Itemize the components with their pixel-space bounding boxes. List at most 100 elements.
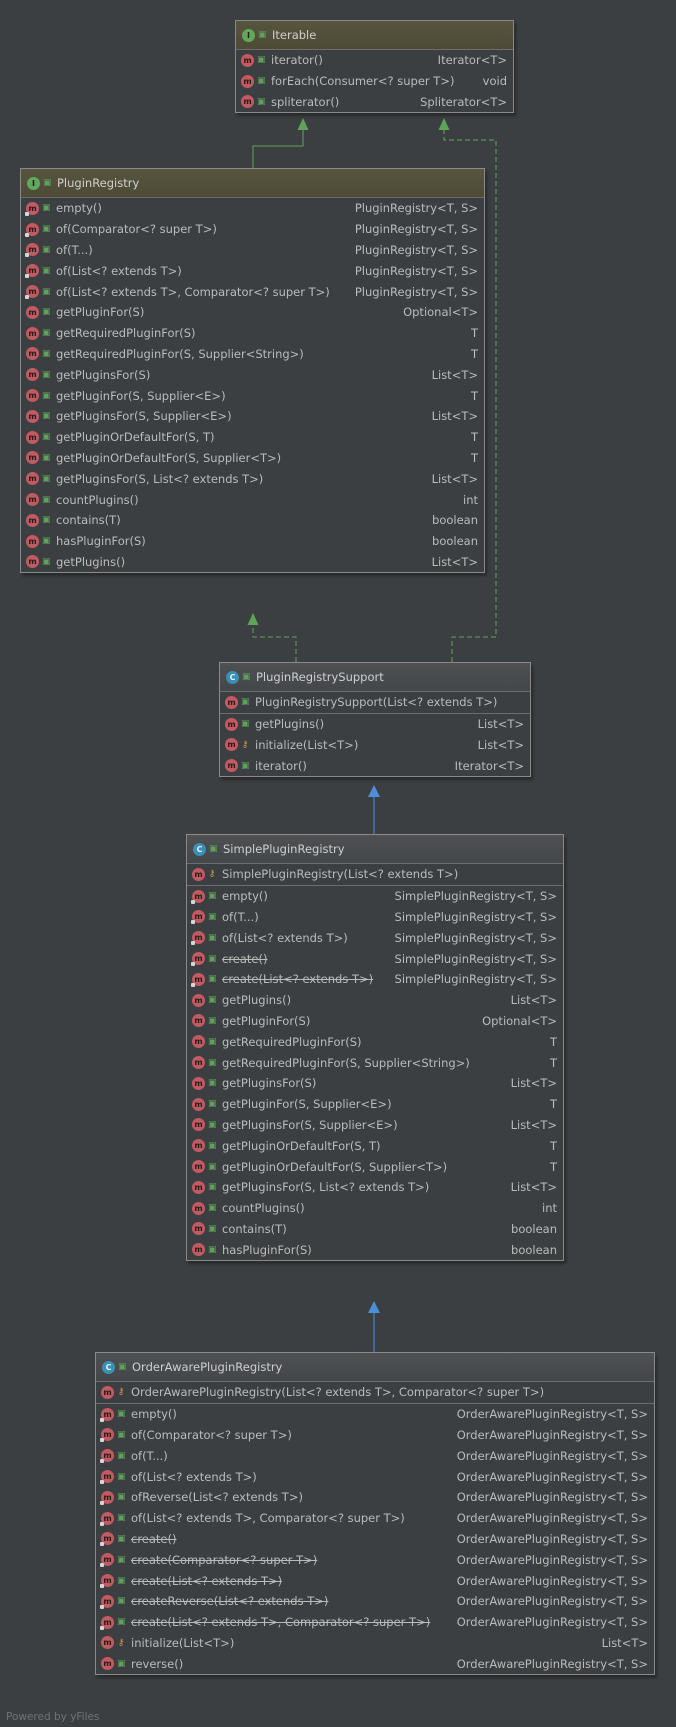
method-row[interactable]: m▣getPluginsFor(S)List<T> (187, 1073, 563, 1094)
member-return-type: PluginRegistry<T, S> (354, 201, 478, 216)
methods-section: m▣empty()PluginRegistry<T, S>m▣of(Compar… (21, 198, 484, 572)
member-return-type: OrderAwarePluginRegistry<T, S> (456, 1573, 648, 1588)
method-row[interactable]: m▣create()OrderAwarePluginRegistry<T, S> (96, 1529, 654, 1550)
method-row[interactable]: m▣getPlugins()List<T> (187, 990, 563, 1011)
method-row[interactable]: m▣getPluginOrDefaultFor(S, T)T (187, 1135, 563, 1156)
method-row[interactable]: m▣of(Comparator<? super T>)PluginRegistr… (21, 219, 484, 240)
method-row[interactable]: m▣of(List<? extends T>, Comparator<? sup… (96, 1508, 654, 1529)
method-icon: m (25, 243, 39, 258)
method-row[interactable]: m▣getRequiredPluginFor(S, Supplier<Strin… (187, 1052, 563, 1073)
method-row[interactable]: m▣getPluginsFor(S, Supplier<E>)List<T> (187, 1115, 563, 1136)
class-name: OrderAwarePluginRegistry (132, 1360, 283, 1374)
public-visibility-icon: ▣ (241, 760, 250, 771)
method-icon: m (25, 264, 39, 279)
member-return-type: T (549, 1159, 557, 1174)
public-visibility-icon: ▣ (257, 76, 266, 87)
public-visibility-icon: ▣ (42, 452, 51, 463)
class-header[interactable]: I▣Iterable (236, 21, 513, 50)
member-return-type: PluginRegistry<T, S> (354, 263, 478, 278)
method-row[interactable]: m▣of(Comparator<? super T>)OrderAwarePlu… (96, 1425, 654, 1446)
method-row[interactable]: m▣getPluginFor(S)Optional<T> (21, 302, 484, 323)
method-row[interactable]: m▣hasPluginFor(S)boolean (21, 531, 484, 552)
method-icon: m (100, 1407, 114, 1422)
method-row[interactable]: m▣of(List<? extends T>, Comparator<? sup… (21, 281, 484, 302)
member-signature: iterator() (255, 758, 307, 773)
method-row[interactable]: m▣getPluginFor(S, Supplier<E>)T (21, 385, 484, 406)
method-icon: m (100, 1574, 114, 1589)
method-row[interactable]: m▣of(T...)OrderAwarePluginRegistry<T, S> (96, 1445, 654, 1466)
member-return-type: SimplePluginRegistry<T, S> (394, 889, 557, 904)
method-row[interactable]: m▣spliterator()Spliterator<T> (236, 92, 513, 113)
method-row[interactable]: m▣forEach(Consumer<? super T>)void (236, 71, 513, 92)
method-row[interactable]: m▣countPlugins()int (187, 1198, 563, 1219)
method-row[interactable]: m▣getPluginOrDefaultFor(S, T)T (21, 427, 484, 448)
class-header[interactable]: C▣SimplePluginRegistry (187, 835, 563, 864)
method-row[interactable]: m▣create(List<? extends T>)OrderAwarePlu… (96, 1570, 654, 1591)
method-row[interactable]: m▣getRequiredPluginFor(S)T (21, 323, 484, 344)
method-icon: m (192, 1076, 205, 1090)
public-visibility-icon: ▣ (208, 1161, 217, 1172)
method-row[interactable]: m▣getPluginsFor(S, List<? extends T>)Lis… (21, 468, 484, 489)
public-visibility-icon: ▣ (208, 1078, 217, 1089)
member-signature: ofReverse(List<? extends T>) (131, 1490, 303, 1505)
method-row[interactable]: m▣getPluginsFor(S, Supplier<E>)List<T> (21, 406, 484, 427)
method-icon: m (192, 1201, 205, 1215)
method-icon: m (100, 1490, 114, 1505)
method-row[interactable]: m▣of(List<? extends T>)SimplePluginRegis… (187, 927, 563, 948)
constructor-row[interactable]: m⚷OrderAwarePluginRegistry(List<? extend… (96, 1382, 654, 1403)
method-row[interactable]: m▣create(Comparator<? super T>)OrderAwar… (96, 1549, 654, 1570)
method-row[interactable]: m▣getPluginFor(S)Optional<T> (187, 1011, 563, 1032)
method-row[interactable]: m▣create(List<? extends T>, Comparator<?… (96, 1612, 654, 1633)
method-icon: m (101, 1657, 114, 1671)
member-signature: initialize(List<T>) (255, 737, 359, 752)
method-icon: m (192, 1243, 205, 1257)
protected-visibility-icon: ⚷ (208, 869, 216, 880)
method-row[interactable]: m▣getPluginsFor(S, List<? extends T>)Lis… (187, 1177, 563, 1198)
method-icon: m (25, 285, 39, 300)
method-row[interactable]: m▣contains(T)boolean (21, 510, 484, 531)
method-row[interactable]: m▣of(List<? extends T>)OrderAwarePluginR… (96, 1466, 654, 1487)
method-row[interactable]: m▣empty()SimplePluginRegistry<T, S> (187, 886, 563, 907)
member-return-type: List<T> (510, 993, 557, 1008)
method-row[interactable]: m▣create()SimplePluginRegistry<T, S> (187, 948, 563, 969)
method-row[interactable]: m▣getPlugins()List<T> (21, 552, 484, 573)
method-row[interactable]: m▣of(T...)SimplePluginRegistry<T, S> (187, 907, 563, 928)
method-row[interactable]: m⚷initialize(List<T>)List<T> (220, 735, 530, 756)
method-row[interactable]: m⚷initialize(List<T>)List<T> (96, 1633, 654, 1654)
public-visibility-icon: ▣ (42, 515, 51, 526)
method-row[interactable]: m▣countPlugins()int (21, 489, 484, 510)
method-row[interactable]: m▣empty()OrderAwarePluginRegistry<T, S> (96, 1404, 654, 1425)
method-row[interactable]: m▣empty()PluginRegistry<T, S> (21, 198, 484, 219)
method-row[interactable]: m▣createReverse(List<? extends T>)OrderA… (96, 1591, 654, 1612)
method-row[interactable]: m▣getPluginsFor(S)List<T> (21, 364, 484, 385)
method-row[interactable]: m▣getPluginOrDefaultFor(S, Supplier<T>)T (187, 1156, 563, 1177)
class-header[interactable]: I▣PluginRegistry (21, 169, 484, 198)
method-row[interactable]: m▣getRequiredPluginFor(S)T (187, 1031, 563, 1052)
arrowhead-iterable-left (297, 118, 309, 130)
method-row[interactable]: m▣create(List<? extends T>)SimplePluginR… (187, 969, 563, 990)
member-signature: getRequiredPluginFor(S, Supplier<String>… (222, 1055, 470, 1070)
method-row[interactable]: m▣getPlugins()List<T> (220, 714, 530, 735)
constructor-row[interactable]: m▣PluginRegistrySupport(List<? extends T… (220, 692, 530, 713)
method-row[interactable]: m▣of(T...)PluginRegistry<T, S> (21, 240, 484, 261)
method-row[interactable]: m▣getRequiredPluginFor(S, Supplier<Strin… (21, 344, 484, 365)
method-row[interactable]: m▣iterator()Iterator<T> (236, 50, 513, 71)
class-header[interactable]: C▣PluginRegistrySupport (220, 663, 530, 692)
method-row[interactable]: m▣iterator()Iterator<T> (220, 755, 530, 776)
method-row[interactable]: m▣contains(T)boolean (187, 1219, 563, 1240)
method-row[interactable]: m▣hasPluginFor(S)boolean (187, 1239, 563, 1260)
method-row[interactable]: m▣getPluginOrDefaultFor(S, Supplier<T>)T (21, 448, 484, 469)
method-row[interactable]: m▣getPluginFor(S, Supplier<E>)T (187, 1094, 563, 1115)
method-row[interactable]: m▣of(List<? extends T>)PluginRegistry<T,… (21, 260, 484, 281)
method-icon: m (192, 1118, 205, 1132)
class-header[interactable]: C▣OrderAwarePluginRegistry (96, 1353, 654, 1382)
method-row[interactable]: m▣ofReverse(List<? extends T>)OrderAware… (96, 1487, 654, 1508)
member-signature: PluginRegistrySupport(List<? extends T>) (255, 695, 498, 710)
method-row[interactable]: m▣reverse()OrderAwarePluginRegistry<T, S… (96, 1653, 654, 1674)
constructor-row[interactable]: m⚷SimplePluginRegistry(List<? extends T>… (187, 864, 563, 885)
